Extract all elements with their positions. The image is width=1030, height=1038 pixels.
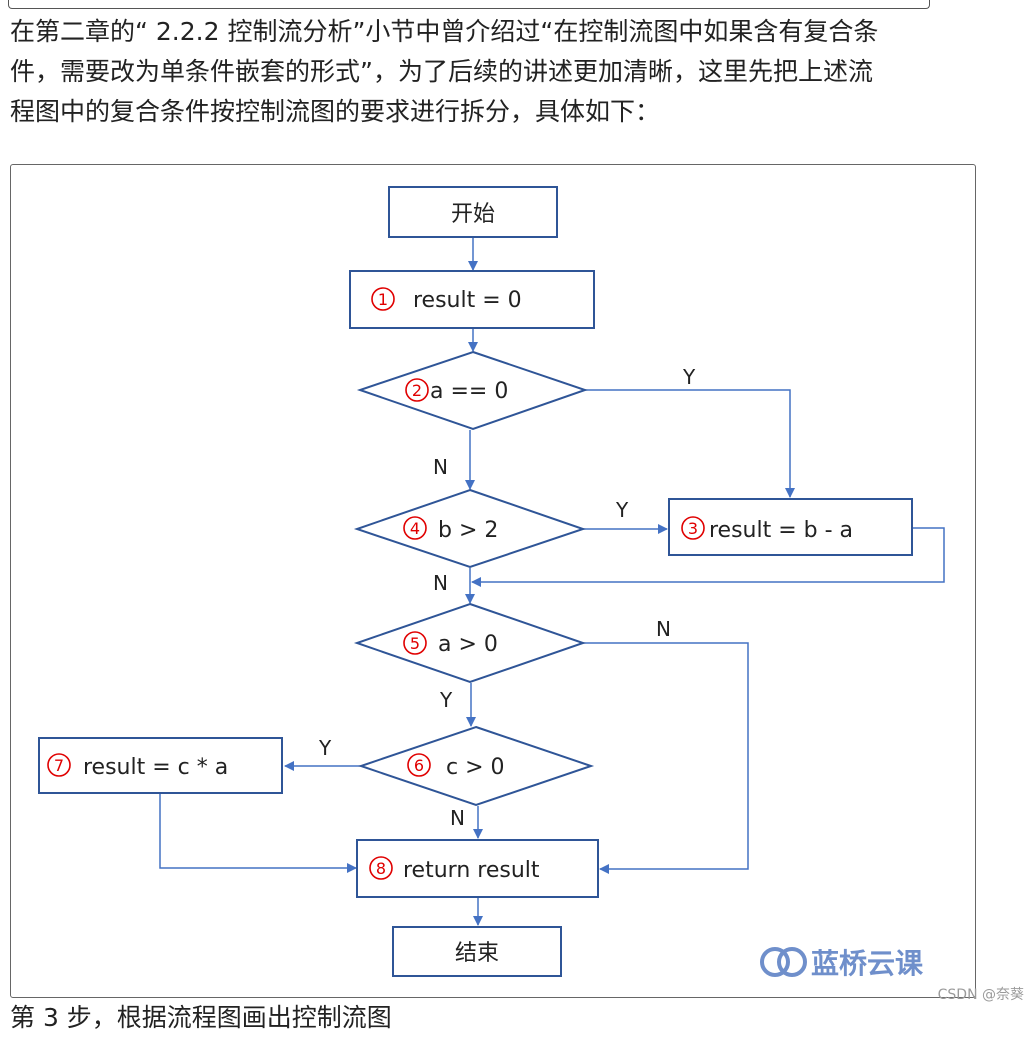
edge-label-s2-no: N [433,455,448,479]
step-number-circle [405,378,429,402]
step-number: 1 [378,290,388,309]
node-step-7: 7 result = c * a [38,737,283,794]
next-step-text: 第 3 步，根据流程图画出控制流图 [10,1003,392,1032]
node-start-label: 开始 [451,202,495,227]
edge-label-s5-no: N [656,617,671,641]
node-step-2-label: a == 0 [430,379,508,404]
node-step-6-label: c > 0 [446,755,505,780]
step-number: 2 [412,381,422,400]
node-step-3-label: result = b - a [709,518,853,543]
logo-icon [760,947,790,977]
node-step-8: 8 return result [356,839,599,898]
edge-label-s6-no: N [450,806,465,830]
node-step-4: 4 b > 2 [353,488,587,569]
edge-s5-s8 [583,642,749,874]
edge-label-s2-yes: Y [682,365,696,389]
node-end: 结束 [392,926,562,977]
edge-label-s5-yes: Y [439,688,453,712]
node-step-6: 6 c > 0 [357,725,595,807]
step-number-circle [681,516,705,540]
paragraph-line: 在第二章的“ 2.2.2 控制流分析”小节中曾介绍过“在控制流图中如果含有复合条 [10,17,879,46]
edge-s2-s3 [585,389,795,498]
paragraph-line: 件，需要改为单条件嵌套的形式”，为了后续的讲述更加清晰，这里先把上述流 [10,57,873,86]
node-step-1: 1 result = 0 [349,270,595,329]
flow-edges [159,237,945,926]
step-number-circle [403,631,427,655]
node-step-7-label: result = c * a [83,755,228,780]
node-step-4-label: b > 2 [438,518,498,543]
step-number-circle [407,753,431,777]
step-number-circle [371,287,395,311]
step-number-circle [47,753,71,777]
step-number: 5 [410,634,420,653]
node-step-8-label: return result [403,858,540,883]
node-end-label: 结束 [455,941,499,966]
node-step-1-label: result = 0 [413,288,522,313]
lanqiao-logo: 蓝桥云课 [760,947,924,980]
node-step-3: 3 result = b - a [668,498,913,556]
paragraph-line: 程图中的复合条件按控制流图的要求进行拆分，具体如下： [10,97,661,126]
node-step-5-label: a > 0 [438,632,498,657]
node-step-5: 5 a > 0 [353,602,587,684]
step-number-circle [403,516,427,540]
logo-text: 蓝桥云课 [811,947,924,980]
edge-s3-merge [471,527,945,587]
step-number: 3 [688,519,698,538]
edge-label-s6-yes: Y [318,736,332,760]
flowchart: Y N Y N N Y Y N 开始 1 result = 0 2 a == 0… [38,186,945,980]
node-start: 开始 [388,186,558,238]
edge-s7-s8 [159,794,357,873]
edge-label-s4-yes: Y [615,498,629,522]
step-number: 4 [410,519,420,538]
previous-block-border [8,0,930,9]
step-number: 8 [376,859,386,878]
watermark: CSDN @奈葵 [937,987,1024,1003]
intro-paragraph: 在第二章的“ 2.2.2 控制流分析”小节中曾介绍过“在控制流图中如果含有复合条… [10,12,1000,132]
node-step-2: 2 a == 0 [356,350,589,431]
step-number-circle [369,856,393,880]
edge-label-s4-no: N [433,571,448,595]
step-number: 6 [414,756,424,775]
step-number: 7 [54,756,64,775]
